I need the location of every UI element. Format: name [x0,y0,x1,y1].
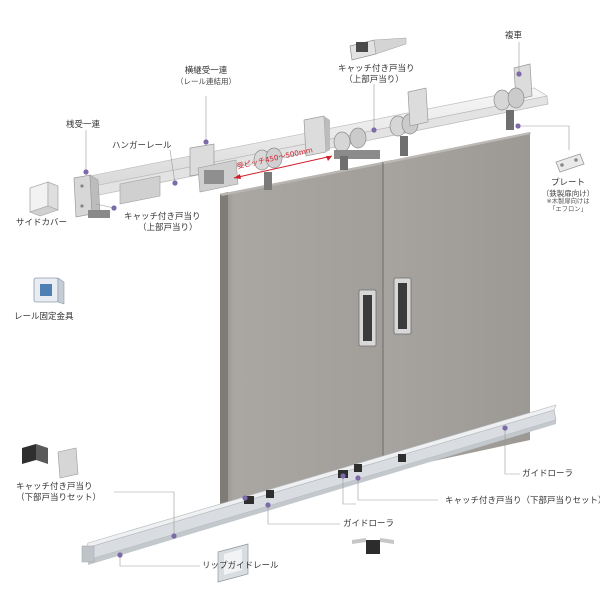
door-left [220,160,394,504]
label-catch-top-left-sub: （上部戸当り） [138,222,198,233]
double-roller [493,63,533,130]
lip-guide-rail [81,404,557,565]
label-hanger-rail: ハンガーレール [112,141,172,151]
side-cover-fitting [119,175,161,205]
label-plate-sub: （鉄製扉向け） [541,188,595,198]
label-lip-guide-rail: リップガイドレール [202,561,279,571]
door-right [382,132,531,472]
rail-bracket-mid [303,115,330,157]
label-hashiuke: 桟受一連 [66,120,101,130]
label-catch-top-right: キャッチ付き戸当り （上部戸当り） [338,64,415,85]
label-yokotsugi-main: 横継受一連 [184,66,228,76]
label-yokotsugi-sub: （レール連結用） [176,76,236,86]
label-plate: プレート （鉄製扉向け） ※木製扉向けは 「エフロン」 [536,178,600,214]
rail-fixing-part [33,277,65,305]
label-fukusha: 複車 [505,31,523,41]
label-guide-roller-center: ガイドローラ [343,519,395,529]
label-catch-top-right-sub: （上部戸当り） [344,74,404,85]
door-handle-left [358,289,377,347]
label-yokotsugi: 横継受一連 （レール連結用） [168,66,244,86]
leader-lines [85,42,570,567]
label-rail-fixing: レール固定金具 [14,312,74,322]
label-catch-bottom-left-sub: （下部戸当りセット） [16,492,102,503]
label-plate-note1: ※木製扉向けは [546,198,590,205]
label-catch-top-left: キャッチ付き戸当り （上部戸当り） [124,212,201,233]
guide-roller-part [352,538,394,554]
catch-top-part [349,37,407,61]
plate-part [555,153,585,173]
pitch-dimension-arrow [233,155,333,179]
label-catch-bottom-left-main: キャッチ付き戸当り [16,482,93,492]
label-catch-bottom-left: キャッチ付き戸当り （下部戸当りセット） [16,482,101,503]
rail-bracket-right [407,87,429,127]
joint-bracket [189,143,239,193]
label-catch-top-right-main: キャッチ付き戸当り [338,64,415,74]
lip-guide-rail-part [217,543,249,583]
label-guide-roller-right: ガイドローラ [522,469,574,479]
side-cover-part [29,181,59,217]
callout-markers [83,71,522,558]
roller-catch-center [333,127,380,170]
roller-hanger-left-a [253,147,283,190]
door-handle-right [393,277,412,335]
label-side-cover: サイドカバー [16,218,68,228]
catch-bottom-part [22,444,79,479]
label-catch-top-left-main: キャッチ付き戸当り [124,212,201,222]
label-catch-bottom-right: キャッチ付き戸当り（下部戸当りセット） [445,496,600,506]
label-plate-main: プレート [550,178,585,188]
label-plate-note2: 「エフロン」 [549,205,587,213]
